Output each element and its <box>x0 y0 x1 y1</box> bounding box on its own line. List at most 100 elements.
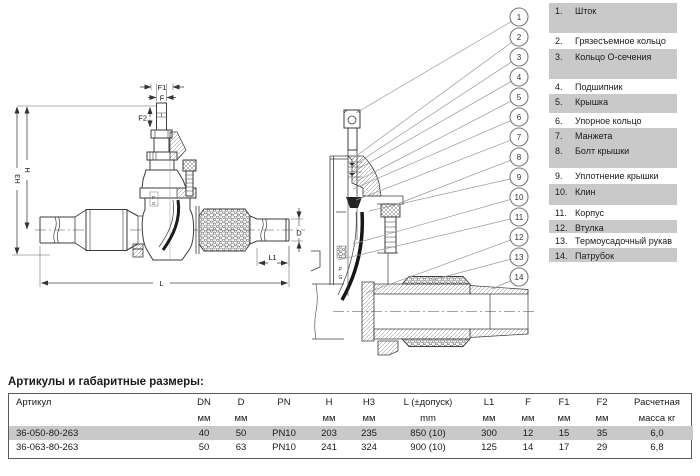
leader-line-14 <box>491 280 511 290</box>
leader-line-4 <box>350 81 512 174</box>
callout-number-10: 10 <box>515 193 524 202</box>
cell: 12 <box>522 427 534 439</box>
callout-number-6: 6 <box>517 113 522 122</box>
callout-number-9: 9 <box>517 173 522 182</box>
part-list-item-11: 11.Корпус <box>549 205 677 220</box>
cell: D <box>237 397 245 408</box>
cell: 35 <box>596 427 608 439</box>
cell: мм <box>521 413 535 424</box>
part-list-item-3: 3. Кольцо О-сечения <box>549 49 677 79</box>
callout-circle-12 <box>509 227 529 247</box>
cell: 900 (10) <box>410 441 446 453</box>
cell: 850 (10) <box>410 427 446 439</box>
cell: DN <box>197 397 211 408</box>
cell: 15 <box>558 427 570 439</box>
dim-label-h: H <box>23 167 32 172</box>
cell: mm <box>420 413 436 424</box>
part-list-item-2: 2. Грязесъемное кольцо <box>549 33 677 49</box>
callout-number-7: 7 <box>517 133 522 142</box>
table-title: Артикулы и габаритные размеры: <box>8 376 204 388</box>
cell: 6,0 <box>650 427 664 439</box>
cell: 300 <box>481 427 497 439</box>
cell: мм <box>322 413 336 424</box>
callout-number-11: 11 <box>515 213 524 222</box>
callout-circle-10 <box>509 187 529 207</box>
cell: 36-063-80-263 <box>16 441 79 453</box>
part-list-item-6: 6. Упорное кольцо <box>549 113 677 128</box>
callout-number-1: 1 <box>517 13 522 22</box>
callout-number-13: 13 <box>515 253 524 262</box>
leader-line-1 <box>355 21 512 114</box>
cell: мм <box>197 413 211 424</box>
cell: L (±допуск) <box>403 397 453 408</box>
part-number: 13. <box>555 236 568 246</box>
part-label: Крышка <box>575 97 609 107</box>
dim-label-l: L <box>159 279 163 288</box>
cell: 40 <box>198 427 210 439</box>
left-side-view: P G <box>35 102 305 261</box>
cell: 17 <box>558 441 570 453</box>
part-number: 12. <box>555 223 568 233</box>
cell: мм <box>234 413 248 424</box>
cell: 203 <box>321 427 337 439</box>
leader-line-9 <box>368 178 511 212</box>
dim-label-f2: F2 <box>138 114 147 123</box>
drain-plug <box>132 243 144 258</box>
part-label: Упорное кольцо <box>575 116 642 126</box>
cell: PN <box>277 397 291 408</box>
dim-label-f: F <box>160 93 165 102</box>
part-number: 11. <box>555 208 567 218</box>
part-list-item-1: 1.Шток <box>549 3 677 33</box>
callout-number-3: 3 <box>517 53 522 62</box>
cell: масса кг <box>638 413 676 424</box>
dim-label-h3: H3 <box>13 174 22 184</box>
cell: Артикул <box>16 397 52 408</box>
body-marking2-g: G <box>339 275 343 281</box>
part-label: Кольцо О-сечения <box>575 52 652 62</box>
leader-line-3 <box>352 61 512 167</box>
part-number: 1. <box>555 6 563 16</box>
shrink-sleeve-left-view <box>198 208 251 252</box>
part-label: Уплотнение крышки <box>575 171 659 181</box>
callout-number-5: 5 <box>517 93 522 102</box>
cell: мм <box>482 413 496 424</box>
part-number: 6. <box>555 116 563 126</box>
part-list-item-4: 4.Подшипник <box>549 79 677 94</box>
part-number: 8. <box>555 146 563 156</box>
callout-circle-5 <box>509 87 529 107</box>
leader-line-6 <box>352 120 511 190</box>
body-marking-p: P <box>152 195 155 200</box>
callout-number-14: 14 <box>515 273 524 282</box>
callout-number-8: 8 <box>517 153 522 162</box>
part-number: 10. <box>555 187 568 197</box>
cell: F1 <box>558 397 570 408</box>
part-label: Термоусадочный рукав <box>575 236 673 246</box>
callout-circle-3 <box>509 47 529 67</box>
cell <box>9 411 185 426</box>
cell: 235 <box>361 427 377 439</box>
cell: 241 <box>321 441 337 453</box>
cell: мм <box>595 413 609 424</box>
callout-circle-7 <box>509 127 529 147</box>
cell: мм <box>362 413 376 424</box>
cell: 125 <box>481 441 497 453</box>
cell: 50 <box>235 427 247 439</box>
part-list-item-13: 13. Термоусадочный рукав <box>549 233 677 248</box>
part-label: Грязесъемное кольцо <box>575 36 666 46</box>
leader-line-12 <box>365 239 511 294</box>
callout-circle-1 <box>509 7 529 27</box>
wedge-section <box>340 211 365 301</box>
shrink-sleeve-section <box>400 276 472 285</box>
callout-circle-14 <box>509 267 529 287</box>
leader-line-11 <box>337 218 511 261</box>
part-number: 3. <box>555 52 563 62</box>
callout-circle-4 <box>509 67 529 87</box>
part-number: 2. <box>555 36 563 46</box>
